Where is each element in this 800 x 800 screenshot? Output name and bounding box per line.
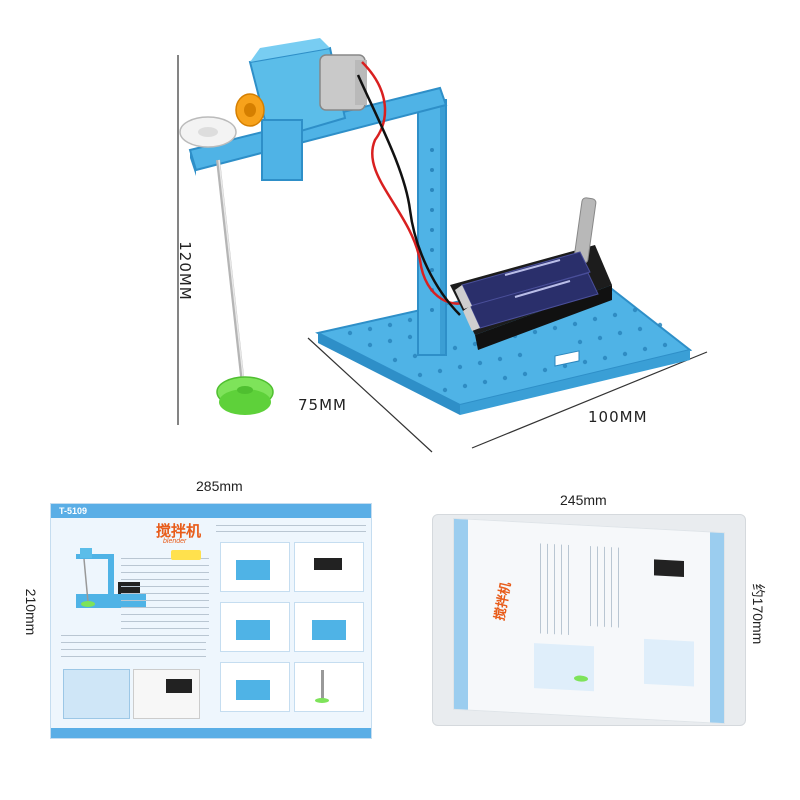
package-manual: 搅拌机 xyxy=(453,517,725,725)
white-gear xyxy=(179,116,237,148)
manual-battery-box xyxy=(166,679,192,693)
package-width-label: 245mm xyxy=(560,492,607,508)
stirring-rod xyxy=(216,159,245,386)
vertical-post xyxy=(417,99,447,356)
product-photo xyxy=(177,38,708,453)
width-dimension-line xyxy=(471,351,708,449)
manual-text-block xyxy=(61,629,206,659)
orange-gear xyxy=(235,93,265,127)
manual-steps-grid xyxy=(216,520,366,730)
depth-dimension-line xyxy=(307,337,433,453)
manual-step xyxy=(294,662,364,712)
red-wire xyxy=(361,61,471,305)
manual-footer-bar xyxy=(51,728,371,738)
motor-housing xyxy=(248,38,367,181)
package-bag: 搅拌机 xyxy=(432,514,746,726)
instruction-manual: T-5109 搅拌机 blender xyxy=(50,503,372,739)
depth-label: 75MM xyxy=(298,396,347,414)
batteries xyxy=(455,251,599,331)
manual-label-tag xyxy=(171,550,201,560)
manual-height-label: 210mm xyxy=(23,588,39,636)
green-impeller xyxy=(216,376,274,415)
manual-code: T-5109 xyxy=(59,506,88,516)
manual-width-label: 285mm xyxy=(196,478,243,494)
package-height-label: 约170mm xyxy=(750,583,766,645)
manual-title: 搅拌机 xyxy=(156,522,202,540)
height-label: 120MM xyxy=(176,241,194,301)
package-title: 搅拌机 xyxy=(492,580,515,623)
black-wire xyxy=(356,74,461,316)
manual-photo xyxy=(133,669,200,719)
manual-subtitle: blender xyxy=(163,538,187,545)
manual-photo xyxy=(63,669,130,719)
manual-header-bar xyxy=(51,504,371,518)
width-label: 100MM xyxy=(588,408,648,426)
manual-text-block xyxy=(121,552,209,642)
